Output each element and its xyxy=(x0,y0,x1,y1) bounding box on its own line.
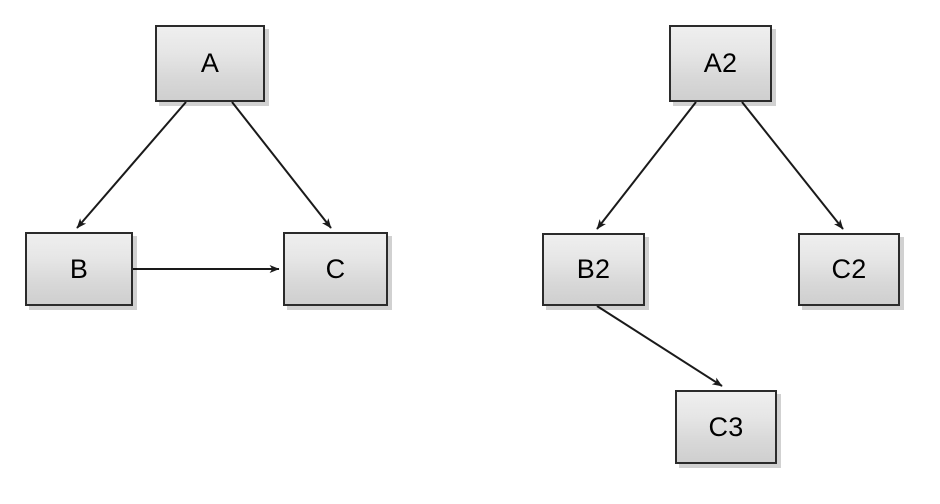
node-label-c: C xyxy=(325,253,346,284)
node-a2[interactable]: A2 xyxy=(669,25,772,102)
edge-a-to-b[interactable] xyxy=(76,101,187,229)
node-b[interactable]: B xyxy=(25,232,133,306)
edge-b2-to-c3[interactable] xyxy=(596,305,723,387)
edges-group xyxy=(76,101,844,387)
node-label-c2: C2 xyxy=(831,254,867,284)
edge-a2-to-b2[interactable] xyxy=(596,101,697,230)
node-b2[interactable]: B2 xyxy=(542,233,645,306)
node-c2[interactable]: C2 xyxy=(798,233,900,306)
node-c[interactable]: C xyxy=(283,232,388,306)
node-c3[interactable]: C3 xyxy=(675,390,777,464)
node-a[interactable]: A xyxy=(155,25,265,102)
node-label-b: B xyxy=(69,253,89,284)
node-label-a: A xyxy=(200,48,220,78)
edge-a2-to-c2[interactable] xyxy=(741,101,844,230)
edge-a-to-c[interactable] xyxy=(231,101,332,229)
node-label-a2: A2 xyxy=(703,48,738,78)
node-label-b2: B2 xyxy=(576,254,611,284)
node-label-c3: C3 xyxy=(708,411,744,442)
